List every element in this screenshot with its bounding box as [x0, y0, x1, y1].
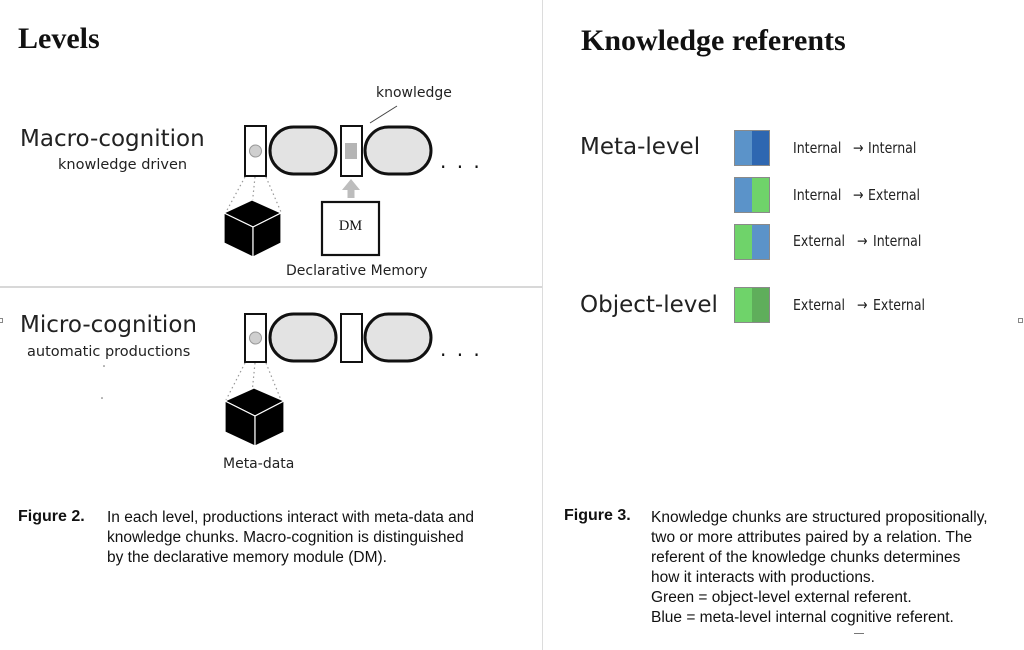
referent-row-1: Internal→Internal	[793, 139, 922, 157]
dm-arrow	[342, 179, 360, 198]
micro-slot-2	[340, 313, 363, 363]
edge-marker-right	[1018, 318, 1023, 323]
caption-line: referent of the knowledge chunks determi…	[651, 549, 961, 566]
micro-chain	[244, 312, 433, 363]
speck	[103, 365, 105, 367]
macro-chunk-2	[363, 125, 433, 176]
referent-row-2: Internal →External	[793, 186, 926, 204]
micro-slot-dot	[249, 331, 262, 345]
micro-ellipsis: . . .	[440, 337, 482, 361]
caption-line: knowledge chunks. Macro-cognition is dis…	[107, 529, 464, 546]
knowledge-label: knowledge	[376, 85, 452, 101]
referent-from: External	[793, 296, 846, 314]
caption-line: two or more attributes paired by a relat…	[651, 529, 973, 546]
referent-to: Internal	[872, 232, 921, 250]
meta-data-label: Meta-data	[223, 456, 295, 472]
swatch-left-half	[735, 131, 752, 165]
micro-cognition-sub: automatic productions	[27, 344, 191, 360]
referent-arrow: →	[852, 139, 864, 157]
swatch-right-half	[752, 288, 769, 322]
swatch-left-half	[735, 225, 752, 259]
macro-chunk-1	[268, 125, 338, 176]
page-fragment-mark	[854, 630, 864, 634]
micro-metadata-cube	[223, 387, 286, 447]
speck	[101, 397, 103, 399]
knowledge-referents-title: Knowledge referents	[581, 24, 846, 57]
referent-swatch-1	[734, 130, 770, 166]
swatch-right-half	[752, 178, 769, 212]
macro-chain	[244, 125, 433, 177]
micro-cognition-label: Micro-cognition	[20, 312, 197, 338]
dm-box-label: DM	[338, 218, 363, 234]
figure2-label: Figure 2.	[18, 508, 85, 525]
referent-to: External	[872, 296, 925, 314]
caption-line: Green = object-level external referent.	[651, 589, 912, 606]
figure3-caption: Knowledge chunks are structured proposit…	[651, 508, 988, 628]
knowledge-pointer-line	[369, 105, 398, 124]
swatch-right-half	[752, 131, 769, 165]
micro-dotted-links	[225, 362, 282, 401]
referent-arrow: →	[856, 232, 868, 250]
micro-chunk-1	[268, 312, 338, 363]
referent-row-3: External →Internal	[793, 232, 926, 250]
levels-diagram	[101, 105, 433, 447]
horizontal-divider	[0, 286, 542, 288]
macro-knowledge-square	[345, 143, 357, 159]
referent-from: Internal	[793, 186, 842, 204]
edge-marker-left	[0, 318, 3, 323]
declarative-memory-label: Declarative Memory	[286, 263, 428, 279]
swatch-right-half	[752, 225, 769, 259]
meta-level-label: Meta-level	[580, 134, 701, 160]
vertical-divider	[542, 0, 543, 650]
caption-line: Blue = meta-level internal cognitive ref…	[651, 609, 954, 626]
referent-from: Internal	[793, 139, 842, 157]
macro-metadata-cube	[222, 199, 283, 258]
referent-to: External	[868, 186, 921, 204]
macro-dotted-links	[225, 176, 282, 213]
dm-box	[320, 200, 381, 257]
caption-line: how it interacts with productions.	[651, 569, 875, 586]
figure3-label: Figure 3.	[564, 507, 631, 524]
macro-slot-dot	[249, 144, 262, 158]
referent-to: Internal	[868, 139, 917, 157]
caption-line: In each level, productions interact with…	[107, 509, 475, 526]
figure2-caption: In each level, productions interact with…	[107, 508, 474, 568]
micro-chunk-2	[363, 312, 433, 363]
levels-title: Levels	[18, 22, 100, 55]
object-level-label: Object-level	[580, 292, 718, 318]
caption-line: Knowledge chunks are structured proposit…	[651, 509, 988, 526]
swatch-left-half	[735, 288, 752, 322]
referent-row-4: External→External	[793, 296, 930, 314]
caption-line: by the declarative memory module (DM).	[107, 549, 387, 566]
macro-cognition-label: Macro-cognition	[20, 126, 205, 152]
macro-cognition-sub: knowledge driven	[58, 157, 188, 173]
referent-from: External	[793, 232, 846, 250]
swatch-left-half	[735, 178, 752, 212]
referent-arrow: →	[856, 296, 868, 314]
macro-ellipsis: . . .	[440, 149, 482, 173]
referent-swatch-3	[734, 224, 770, 260]
referent-swatch-4	[734, 287, 770, 323]
referent-arrow: →	[852, 186, 864, 204]
referent-swatch-2	[734, 177, 770, 213]
